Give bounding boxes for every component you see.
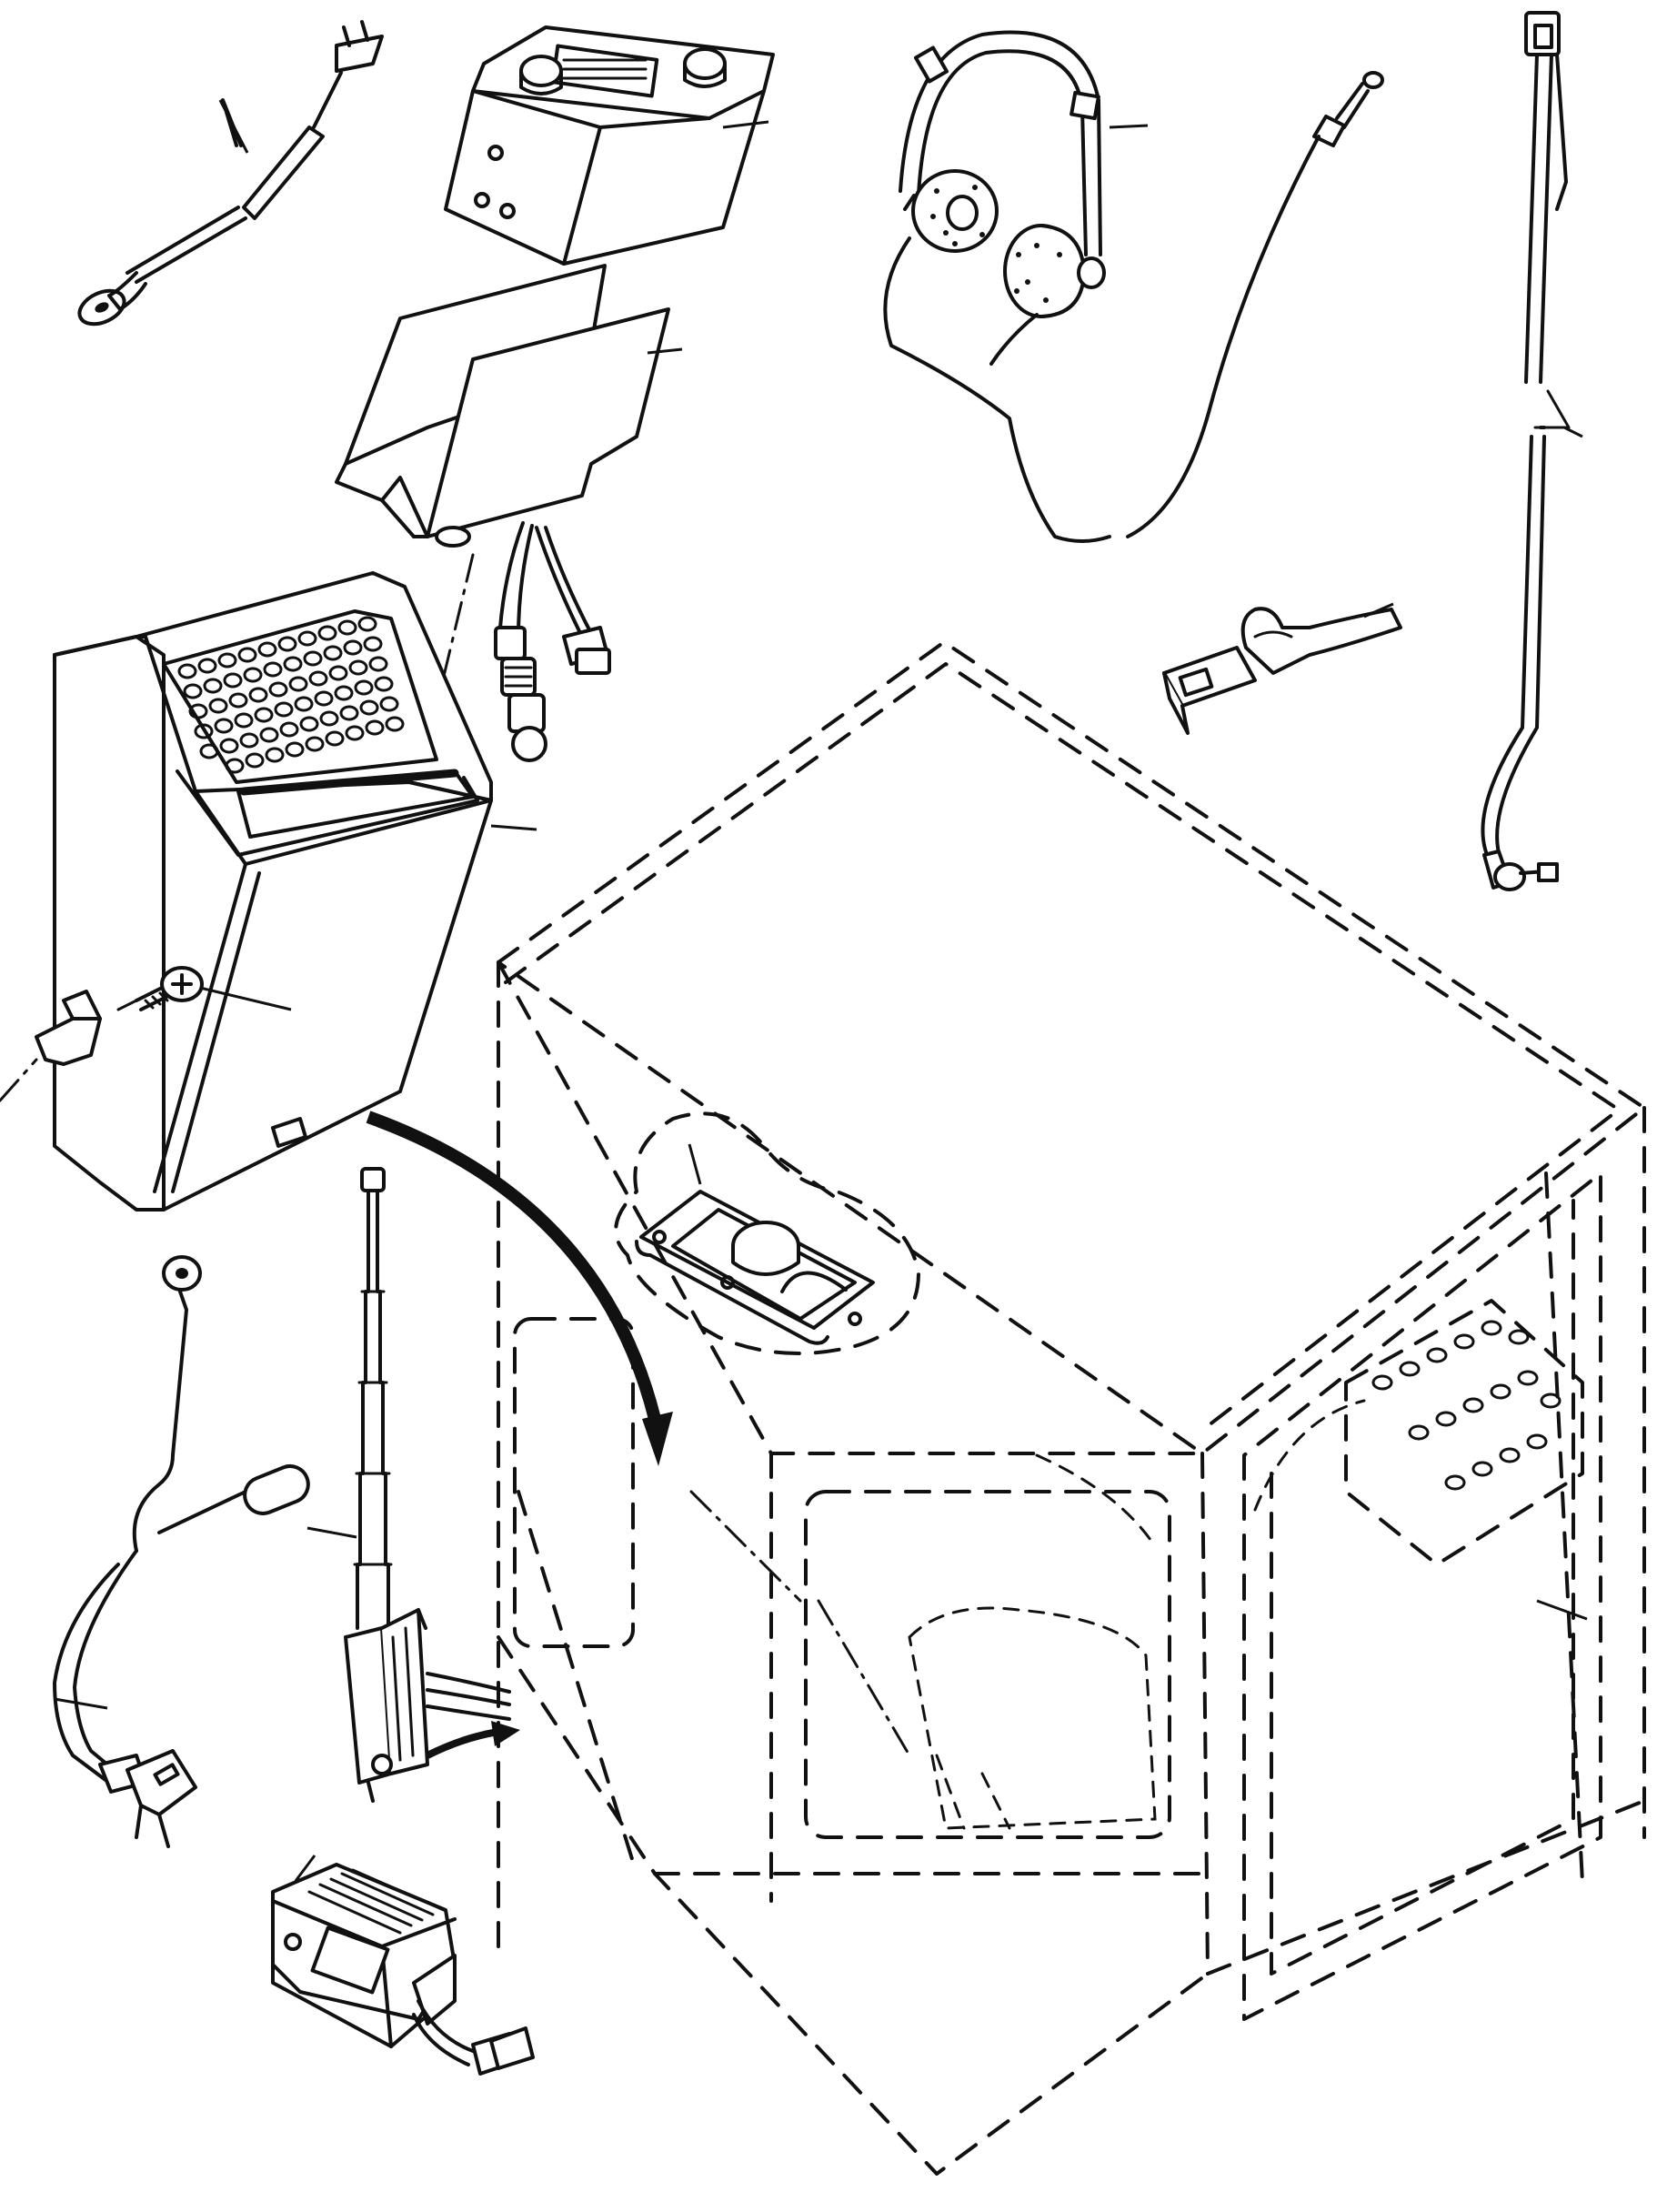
radio-unit [444, 25, 775, 266]
voltage-regulator [271, 1855, 535, 2076]
mounting-bracket [335, 264, 683, 548]
telescopic-antenna [306, 1167, 520, 1803]
leader-line [1563, 426, 1583, 438]
cab-speaker [614, 1111, 920, 1355]
console-cable-arrow [366, 1111, 673, 1466]
wire-connector [1162, 602, 1402, 735]
leader-line [218, 99, 249, 154]
antenna-lead-cable [494, 521, 611, 762]
headset [883, 30, 1384, 543]
speaker-console-housing [0, 571, 537, 1212]
ground-strap-cable [77, 20, 384, 327]
power-harness [53, 1255, 310, 1848]
operator-cab-outline [497, 640, 1646, 2176]
antenna-lead-cable-right [1481, 11, 1571, 891]
mounting-screw [116, 966, 204, 1011]
